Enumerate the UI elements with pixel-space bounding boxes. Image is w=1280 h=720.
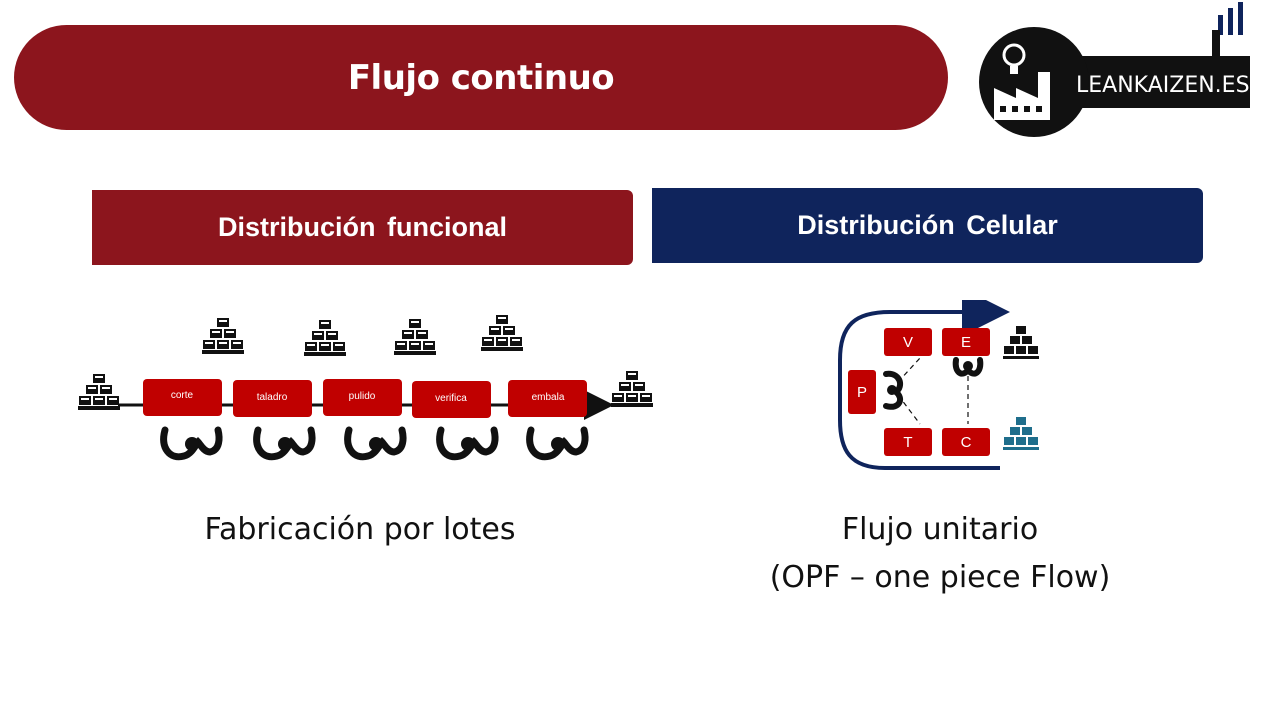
svg-text:corte: corte (171, 390, 194, 401)
station-embala: embala (508, 380, 587, 417)
cell-station-c: C (942, 428, 990, 456)
inventory-stack-teal (1003, 417, 1039, 450)
inventory-stack (481, 315, 523, 351)
cellular-caption-line2: (OPF – one piece Flow) (769, 560, 1111, 595)
functional-header-label: Distribución funcional (217, 212, 507, 242)
operator-icon (348, 430, 403, 457)
cellular-caption: Flujo unitario (OPF – one piece Flow) (730, 506, 1150, 602)
station-verifica: verifica (412, 381, 491, 418)
cellular-header-label: Distribución Celular (797, 210, 1058, 240)
operator-icon (952, 357, 984, 377)
functional-caption: Fabricación por lotes (204, 512, 516, 547)
inventory-stack (1003, 326, 1039, 359)
cell-flow-arrow (838, 310, 1000, 470)
svg-text:V: V (903, 334, 913, 351)
title-banner: Flujo continuo (14, 25, 948, 130)
logo-text: LEANKAIZEN.ES (1076, 73, 1250, 98)
cell-station-e: E (942, 328, 990, 356)
station-pulido: pulido (323, 379, 402, 416)
functional-header: Distribución funcional (92, 190, 633, 265)
svg-text:P: P (857, 384, 867, 401)
cell-station-v: V (884, 328, 932, 356)
operator-icon (883, 370, 904, 410)
svg-text:embala: embala (532, 392, 565, 403)
svg-text:taladro: taladro (257, 392, 288, 403)
svg-text:verifica: verifica (435, 393, 467, 404)
operator-icon (440, 430, 495, 457)
svg-text:E: E (961, 334, 971, 351)
cell-station-p: P (848, 370, 876, 414)
svg-text:C: C (961, 434, 972, 451)
svg-text:pulido: pulido (349, 391, 376, 402)
operator-icon (257, 430, 312, 457)
inventory-stack (202, 318, 244, 354)
cellular-header: Distribución Celular (652, 188, 1203, 263)
station-corte: corte (143, 379, 222, 416)
operator-icon (164, 430, 219, 457)
operator-icon (530, 430, 585, 457)
functional-layout-diagram: corte taladro pulido verifica embala (78, 315, 653, 480)
cellular-caption-line1: Flujo unitario (841, 512, 1039, 547)
svg-text:T: T (903, 434, 912, 451)
cell-station-t: T (884, 428, 932, 456)
inventory-stack (78, 374, 120, 410)
page-title: Flujo continuo (347, 57, 615, 98)
cellular-layout-diagram: V E P T C (838, 300, 1039, 470)
inventory-stack (394, 319, 436, 355)
leankaizen-logo: LEANKAIZEN.ES (979, 2, 1250, 137)
inventory-stack (304, 320, 346, 356)
inventory-stack (611, 371, 653, 407)
station-taladro: taladro (233, 380, 312, 417)
